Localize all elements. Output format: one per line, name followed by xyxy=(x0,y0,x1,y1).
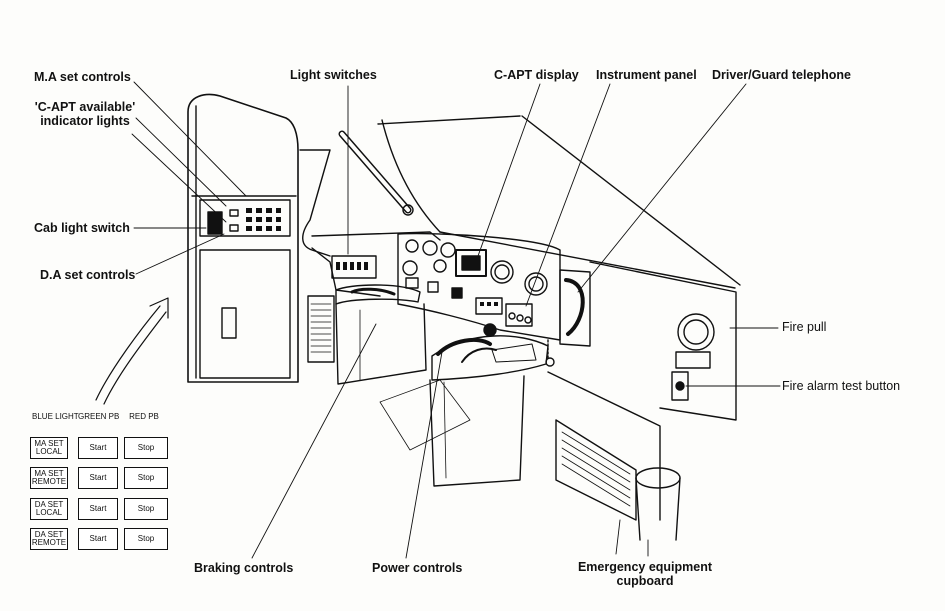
label-capt-display: C-APT display xyxy=(494,68,579,82)
label-braking-controls: Braking controls xyxy=(194,561,294,575)
grab-handle xyxy=(338,130,414,216)
label-da-set-controls: D.A set controls xyxy=(40,268,136,282)
label-instrument-panel: Instrument panel xyxy=(596,68,697,82)
leader-lines xyxy=(131,81,781,559)
label-emergency-equipment-cupboard: Emergency equipment cupboard xyxy=(560,560,730,588)
label-light-switches: Light switches xyxy=(290,68,377,82)
legend-row-3-name: DA SET LOCAL xyxy=(30,498,68,520)
label-emergency-line1: Emergency equipment xyxy=(577,560,713,574)
label-capt-available-line1: 'C-APT available' xyxy=(34,100,136,114)
legend-row-4-name: DA SET REMOTE xyxy=(30,528,68,550)
legend-header-green-pb: GREEN PB xyxy=(78,412,120,421)
legend-row-3-start: Start xyxy=(78,498,118,520)
back-wall-panel xyxy=(187,93,299,383)
legend-header-red-pb: RED PB xyxy=(129,412,159,421)
power-console xyxy=(429,323,549,487)
legend-row-4-stop: Stop xyxy=(124,528,168,550)
legend-row-1-start: Start xyxy=(78,437,118,459)
wall-door xyxy=(199,249,291,379)
label-capt-available: 'C-APT available' indicator lights xyxy=(30,100,140,128)
legend-row-1-name: MA SET LOCAL xyxy=(30,437,68,459)
legend-row-1-stop: Stop xyxy=(124,437,168,459)
legend-row-4-start: Start xyxy=(78,528,118,550)
left-console xyxy=(299,149,441,385)
legend-header-blue-light: BLUE LIGHT xyxy=(32,412,79,421)
windscreen-frame xyxy=(377,115,741,289)
right-side-wall xyxy=(547,261,737,521)
legend-row-2-start: Start xyxy=(78,467,118,489)
label-cab-light-switch: Cab light switch xyxy=(34,221,130,235)
label-emergency-line2: cupboard xyxy=(616,574,674,588)
label-fire-alarm-test-button: Fire alarm test button xyxy=(782,379,901,393)
label-fire-pull: Fire pull xyxy=(782,320,827,334)
label-ma-set-controls: M.A set controls xyxy=(34,70,131,84)
label-driver-guard-telephone: Driver/Guard telephone xyxy=(712,68,851,82)
label-power-controls: Power controls xyxy=(372,561,463,575)
wall-control-cluster xyxy=(207,208,281,235)
legend-arrow xyxy=(95,297,169,405)
legend-row-2-stop: Stop xyxy=(124,467,168,489)
label-capt-available-line2: indicator lights xyxy=(40,114,130,128)
legend-row-2-name: MA SET REMOTE xyxy=(30,467,68,489)
emergency-cupboard-drawing xyxy=(555,419,681,541)
telephone-drawing xyxy=(545,269,591,367)
floor-area xyxy=(379,379,471,451)
legend-row-3-stop: Stop xyxy=(124,498,168,520)
